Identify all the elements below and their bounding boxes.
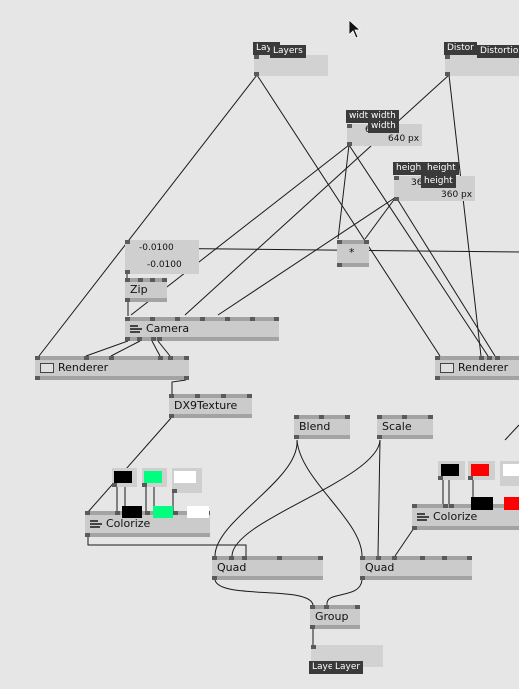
layers-tag: Layers	[270, 45, 306, 58]
wire	[395, 196, 496, 357]
wire	[87, 417, 172, 513]
colorize-right-swatch-black	[471, 497, 493, 510]
zip-label: Zip	[130, 283, 148, 296]
swatch-green	[144, 471, 162, 483]
renderer-window-icon	[440, 363, 454, 373]
height-tag-short: heigh	[393, 162, 425, 175]
wire	[184, 74, 450, 316]
wire	[130, 144, 350, 316]
quad-right-node[interactable]: Quad	[360, 556, 472, 580]
renderer-left-node[interactable]: Renderer	[35, 356, 189, 380]
wire	[87, 536, 247, 556]
quad-left-label: Quad	[217, 561, 247, 574]
color-input-white[interactable]	[172, 468, 202, 493]
group-node[interactable]: Group	[310, 605, 360, 629]
width-value: 640 px	[388, 134, 420, 144]
wire	[296, 439, 363, 557]
colorize-right-swatch-red	[504, 497, 519, 510]
list-icon	[90, 519, 102, 529]
quad-left-node[interactable]: Quad	[212, 556, 323, 580]
wire	[326, 579, 363, 606]
quad-right-label: Quad	[365, 561, 395, 574]
distortion-tag-short: Distor	[444, 42, 477, 55]
dx9texture-node[interactable]: DX9Texture	[169, 394, 252, 418]
wire	[217, 196, 397, 316]
swatch-white	[503, 464, 519, 476]
colorize-left-label: Colorize	[106, 517, 151, 530]
wire	[377, 439, 381, 557]
scale-node[interactable]: Scale	[377, 415, 433, 439]
colorize-left-node[interactable]: Colorize	[85, 506, 210, 537]
vector-value-2: -0.0100	[147, 260, 182, 270]
camera-label: Camera	[146, 322, 190, 335]
multiply-label: *	[349, 246, 355, 259]
scale-label: Scale	[382, 420, 412, 433]
wire	[151, 340, 161, 357]
color-input-red-right[interactable]	[468, 461, 495, 480]
swatch-white	[174, 471, 196, 483]
wire	[85, 340, 129, 357]
colorize-right-label: Colorize	[433, 510, 478, 523]
swatch-black	[441, 464, 459, 476]
wire	[337, 144, 350, 240]
width-tag-2: width	[368, 120, 399, 133]
mouse-cursor-icon	[349, 20, 361, 39]
blend-label: Blend	[299, 420, 331, 433]
width-tag-short: widt	[346, 110, 372, 123]
colorize-left-swatch-green	[153, 506, 173, 518]
wire	[364, 196, 397, 240]
renderer-right-node[interactable]: Renderer	[435, 356, 519, 380]
wire	[214, 579, 314, 606]
vector-iobox[interactable]	[125, 240, 199, 274]
wire	[171, 379, 187, 394]
swatch-red	[471, 464, 489, 476]
color-input-black[interactable]	[112, 468, 137, 487]
height-value: 360 px	[441, 190, 473, 200]
height-value-short: 36	[411, 178, 423, 188]
height-tag-2: height	[421, 175, 456, 188]
width-iobox[interactable]	[347, 124, 422, 146]
wire	[394, 527, 415, 557]
wire	[231, 439, 381, 557]
multiply-node[interactable]: *	[337, 240, 369, 267]
wire	[504, 424, 519, 441]
swatch-black	[114, 471, 132, 483]
vector-value-1: -0.0100	[139, 243, 174, 253]
wire	[214, 439, 298, 557]
renderer-window-icon	[40, 363, 54, 373]
camera-node[interactable]: Camera	[125, 317, 279, 341]
group-label: Group	[315, 610, 349, 623]
distortion-tag: Distortion	[477, 45, 519, 58]
width-tag: width	[368, 110, 399, 123]
zip-node[interactable]: Zip	[125, 278, 167, 302]
layers-iobox[interactable]	[254, 55, 328, 76]
dx9texture-label: DX9Texture	[174, 399, 238, 412]
renderer-right-label: Renderer	[458, 361, 509, 374]
wire	[110, 340, 141, 357]
layer-tag-short: Laye	[309, 661, 337, 674]
wire	[38, 74, 258, 357]
wire	[256, 74, 441, 357]
renderer-left-label: Renderer	[58, 361, 109, 374]
height-tag: height	[424, 162, 459, 175]
list-icon	[130, 324, 142, 334]
colorize-right-node[interactable]: Colorize	[412, 497, 519, 530]
layer-tag: Layer	[332, 661, 364, 674]
distortion-iobox[interactable]	[445, 55, 519, 76]
colorize-left-swatch-white	[187, 506, 209, 518]
blend-node[interactable]: Blend	[294, 415, 350, 439]
list-icon	[417, 512, 429, 522]
color-input-black-right[interactable]	[438, 461, 465, 480]
color-input-green[interactable]	[142, 468, 167, 487]
color-input-white-right[interactable]	[500, 461, 519, 486]
wire	[157, 340, 171, 357]
height-iobox[interactable]	[394, 176, 475, 201]
colorize-left-swatch-black	[122, 506, 142, 518]
wire	[448, 74, 482, 357]
